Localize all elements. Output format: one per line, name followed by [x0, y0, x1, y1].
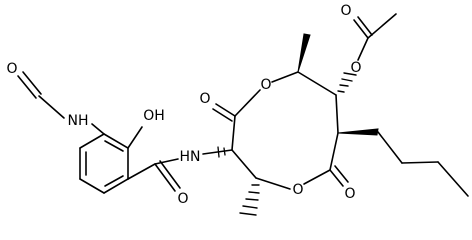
bond-ring-c1-c6: [103, 178, 129, 194]
bond-formyl-cn: [38, 95, 65, 119]
label-amide-oxygen: O: [177, 191, 188, 207]
bond-acetyl-co-b: [357, 16, 373, 36]
hash-alpha: [217, 146, 226, 158]
label-amide-nh: HN: [180, 149, 201, 165]
wedge-butyl: [337, 128, 379, 136]
wedge-top-methyl: [297, 33, 311, 73]
atom-labels: O NH OH HN O O O O O O O: [6, 3, 361, 207]
bond-formyl-co-b: [22, 71, 42, 95]
bond-cac-cbu: [335, 94, 339, 134]
label-ring-oxygen-top: O: [260, 77, 271, 93]
bond-formyl-co-a: [17, 75, 37, 99]
bond-amide-co-b: [159, 160, 181, 189]
hash-bottom-methyl: [239, 184, 260, 216]
bond-hn-calpha: [202, 149, 233, 155]
bond-ring-inner-a: [104, 140, 124, 152]
bond-cme-cac: [297, 71, 337, 96]
bond-ring-inner-b: [104, 175, 124, 187]
bond-ring-c6-c5: [79, 178, 105, 194]
bond-o-bot-cme2: [255, 177, 291, 190]
label-phenol-oh: OH: [143, 108, 165, 124]
bond-cbu-c2: [329, 132, 339, 171]
bond-butyl-3: [437, 161, 469, 197]
label-ring-carbonyl-oxygen-right: O: [344, 186, 355, 202]
bond-c1-o-top: [234, 89, 261, 117]
bond-ring-co-right-b: [334, 165, 349, 183]
label-formyl-oxygen: O: [6, 61, 17, 77]
bond-lines: [17, 13, 469, 216]
bond-ring-c3-c2: [103, 133, 129, 149]
bond-ring-co-right-a: [329, 169, 344, 187]
bond-butyl-2: [401, 161, 439, 164]
bond-c2-oh: [127, 126, 143, 149]
label-ring-carbonyl-oxygen-left: O: [199, 91, 210, 107]
label-ring-oxygen-bottom: O: [292, 182, 303, 198]
bond-acetyl-co-a: [353, 19, 369, 39]
bond-c1-amidec: [127, 163, 156, 180]
bond-o-top-cme: [271, 71, 299, 83]
bond-ring-c4-c3: [79, 133, 105, 149]
bond-ring-co-left-a: [215, 103, 236, 117]
hash-acetate: [337, 72, 357, 93]
bond-acetyl-me: [367, 13, 397, 39]
bond-nh-c3: [91, 123, 105, 135]
bond-cme2-calpha: [231, 149, 257, 179]
label-acetate-ester-oxygen: O: [350, 60, 361, 76]
bond-ester-o-acc: [357, 37, 369, 61]
bond-amide-co-a: [154, 163, 176, 192]
bond-butyl-1: [377, 131, 403, 164]
bond-c2-o-bot: [303, 169, 331, 185]
bond-calpha-c1: [231, 115, 236, 151]
bond-amide-cn: [154, 158, 179, 165]
label-formamide-nh: NH: [68, 113, 89, 129]
label-acetate-carbonyl-oxygen: O: [340, 3, 351, 19]
bond-ring-co-left-b: [212, 108, 233, 122]
